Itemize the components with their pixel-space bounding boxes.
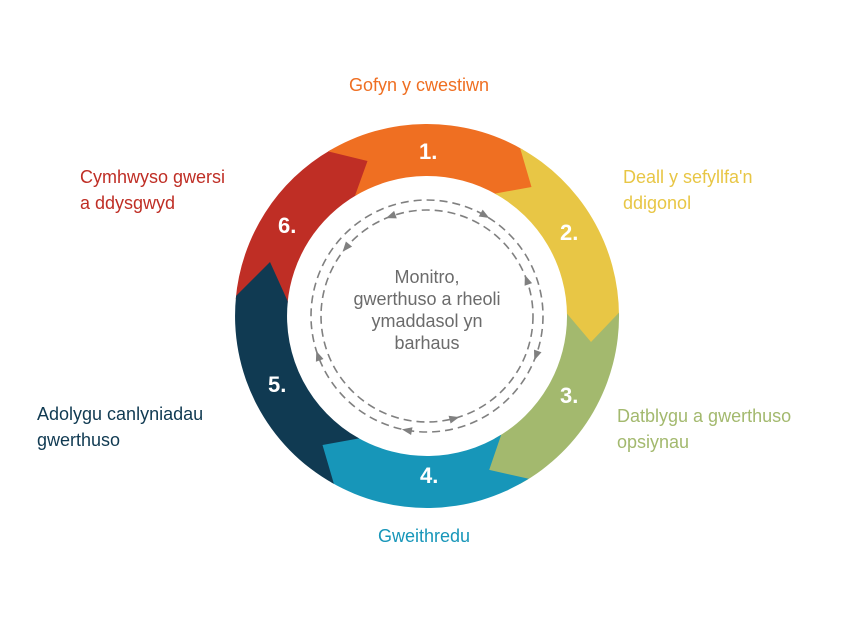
step-3-number: 3. [560,383,579,408]
step-2-label-line-2: ddigonol [623,193,692,213]
step-1-label-line-1: Gofyn y cwestiwn [349,75,490,95]
step-5-number: 5. [268,372,287,397]
ring-arrowhead-4 [315,351,324,362]
step-2-label: Deall y sefyllfa'n ddigonol [623,164,753,216]
center-line-2: gwerthuso a rheoli [353,289,501,309]
step-6-label-line-2: a ddysgwyd [80,193,176,213]
dashed-ring-inner [320,209,534,423]
dashed-ring-arrows [315,209,542,435]
cycle-segment-2 [494,148,619,354]
ring-arrowhead-7 [524,275,533,286]
cycle-segment-3 [472,312,620,484]
dashed-ring-outer [310,199,544,433]
center-text: Monitro, gwerthuso a rheoli ymaddasol yn… [327,266,527,354]
ring-arrowhead-2 [534,349,542,361]
step-5-label: Adolygu canlyniadau gwerthuso [37,401,203,453]
center-line-3: ymaddasol yn [371,311,483,331]
step-4-label: Gweithredu [378,523,470,549]
step-5-label-line-2: gwerthuso [37,430,121,450]
step-4-number: 4. [420,463,439,488]
step-6-number: 6. [278,213,297,238]
step-4-label-line-1: Gweithredu [378,526,471,546]
step-6-label: Cymhwyso gwersi a ddysgwyd [80,164,225,216]
ring-arrowhead-5 [342,241,353,252]
cycle-segment-4 [313,434,529,508]
cycle-segment-5 [235,262,360,484]
dashed-cycle-ring [310,199,544,433]
ring-arrowhead-8 [386,210,397,219]
step-1-label: Gofyn y cwestiwn [349,72,489,98]
cycle-segment-1 [328,123,541,196]
inner-disc [289,178,565,454]
center-line-1: Monitro, [394,267,460,287]
ring-arrowhead-1 [478,209,490,218]
step-3-label-line-2: opsiynau [617,432,690,452]
step-2-number: 2. [560,220,579,245]
ring-arrowhead-6 [448,415,460,424]
step-6-label-line-1: Cymhwyso gwersi [80,167,226,187]
cycle-segments [235,123,620,508]
step-2-label-line-1: Deall y sefyllfa'n [623,167,753,187]
step-5-label-line-1: Adolygu canlyniadau [37,404,204,424]
center-line-4: barhaus [394,333,460,353]
step-3-label: Datblygu a gwerthuso opsiynau [617,403,791,455]
ring-arrowhead-3 [401,427,413,435]
step-1-number: 1. [419,139,438,164]
step-3-label-line-1: Datblygu a gwerthuso [617,406,792,426]
